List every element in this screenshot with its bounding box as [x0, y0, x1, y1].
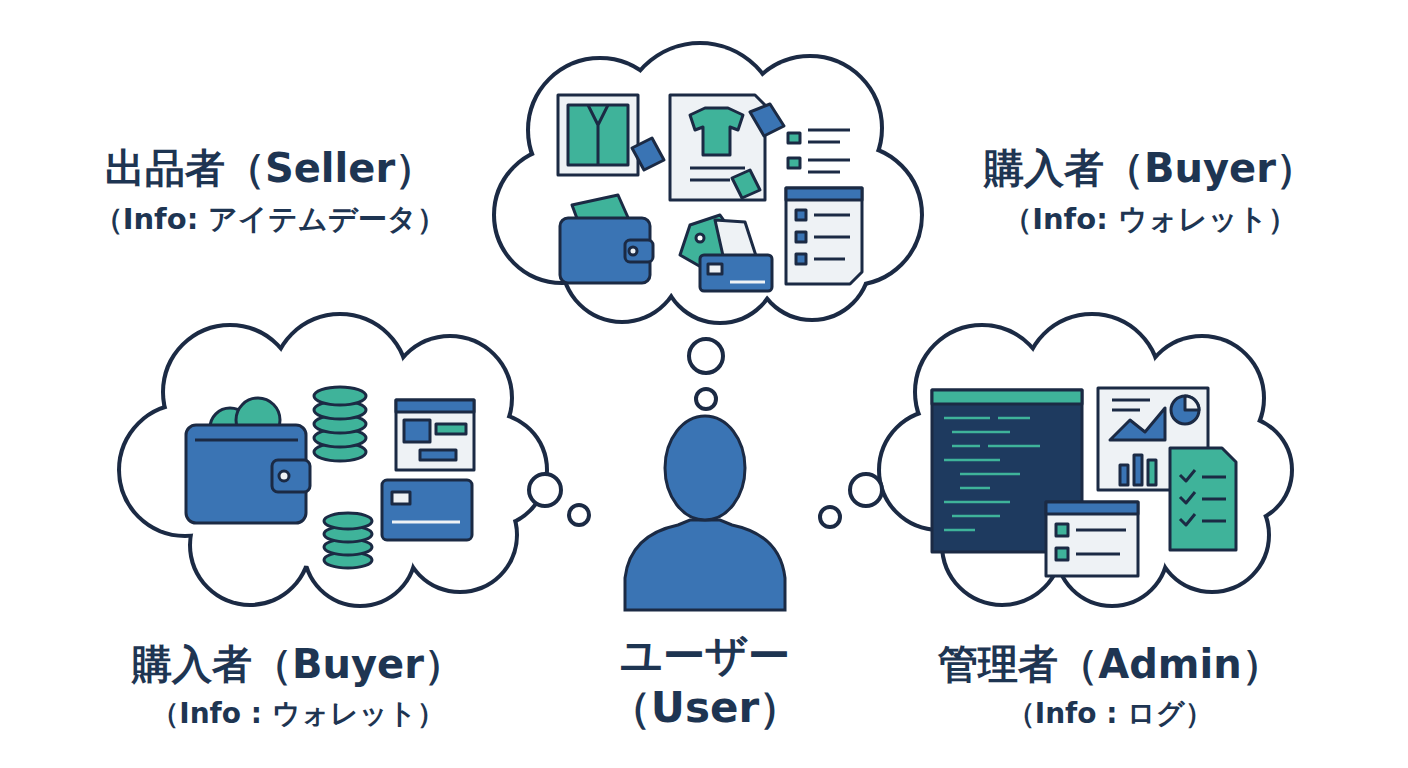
user-silhouette — [625, 416, 785, 610]
label-holder: 管理者（Admin） — [938, 641, 1281, 687]
label-holder: 購入者（Buyer） — [132, 641, 464, 687]
role-heading: 出品者（Seller） — [105, 145, 435, 191]
user-heading: ユーザー — [620, 632, 790, 680]
label-holder: （User） — [609, 684, 801, 732]
admin-icons — [932, 388, 1236, 576]
info-note: （Info : ウォレット） — [151, 698, 444, 730]
info-note: （Info: アイテムデータ） — [94, 203, 447, 236]
label-holder: （Info: アイテムデータ） — [94, 203, 447, 236]
role-heading: 管理者（Admin） — [938, 641, 1281, 687]
thought-cloud — [820, 316, 1290, 604]
info-note: （Info : ログ） — [1007, 698, 1213, 730]
item-icons — [558, 95, 862, 291]
label-holder: 出品者（Seller） — [105, 145, 435, 191]
label-holder: （Info : ウォレット） — [151, 698, 444, 730]
thought-cloud — [496, 45, 920, 409]
label-holder: （Info : ログ） — [1007, 698, 1213, 730]
info-note: （Info: ウォレット） — [1003, 203, 1297, 236]
label-holder: 購入者（Buyer） — [984, 145, 1316, 191]
thought-cloud — [121, 316, 589, 604]
role-heading: 購入者（Buyer） — [132, 641, 464, 687]
wallet-icons — [186, 387, 474, 568]
role-heading: 購入者（Buyer） — [984, 145, 1316, 191]
label-holder: （Info: ウォレット） — [1003, 203, 1297, 236]
user-heading: （User） — [609, 684, 801, 732]
label-holder: ユーザー — [620, 632, 790, 680]
